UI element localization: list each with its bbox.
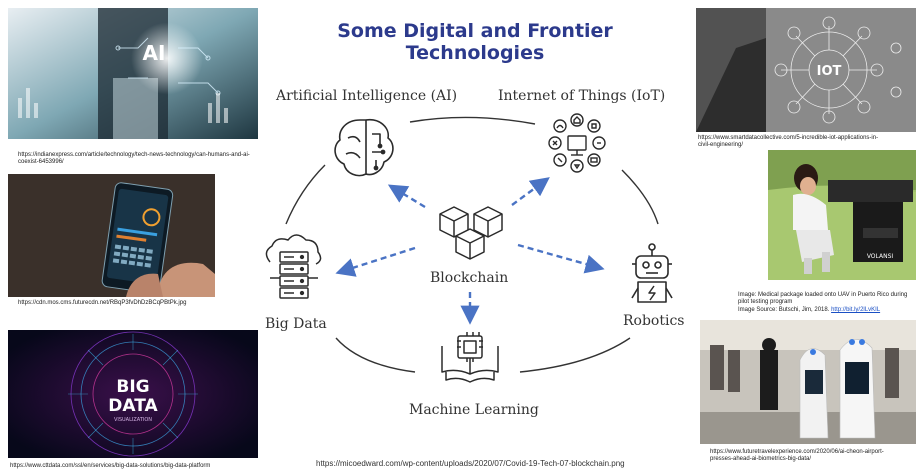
ai-label: Artificial Intelligence (AI) [276, 88, 458, 104]
drone-caption-line1: Image: Medical package loaded onto UAV i… [738, 292, 908, 305]
robot-icon [631, 243, 673, 303]
bigdata-text-line1: BIG [116, 377, 149, 397]
bigdata-photo: BIG DATA VISUALIZATION [8, 330, 258, 458]
arrow-to-robotics [517, 243, 605, 274]
page-title: Some Digital and Frontier Technologies [337, 20, 613, 64]
big-data-label: Big Data [265, 316, 327, 332]
phone-photo-graphic [8, 174, 215, 297]
arrow-to-bigdata [335, 246, 416, 277]
iot-caption: https://www.smartdatacollective.com/5-in… [698, 135, 879, 148]
ml-label: Machine Learning [409, 402, 539, 418]
robotics-label: Robotics [623, 313, 685, 329]
iot-photo: IOT [696, 8, 916, 132]
ai-photo-text: AI [143, 41, 166, 65]
diagram-arrows [335, 177, 605, 325]
arc-robotics-ml [519, 337, 631, 373]
bigdata-text-line2: DATA [108, 396, 158, 416]
ai-caption: https://indianexpress.com/article/techno… [18, 152, 250, 165]
drone-photo: VOLANSI [768, 150, 916, 280]
ml-book-chip-icon [441, 332, 499, 383]
robots-photo [700, 320, 916, 444]
bigdata-photo-graphic: BIG DATA VISUALIZATION [8, 330, 258, 458]
blockchain-source-url: https://micoedward.com/wp-content/upload… [316, 459, 625, 468]
drone-caption-link[interactable]: http://bit.ly/2lLvKIL [831, 307, 881, 313]
drone-caption-line2: Image Source: Butschi, Jim, 2018. http:/… [738, 307, 918, 314]
blockchain-icon [439, 206, 503, 260]
iot-photo-text: IOT [817, 64, 842, 79]
diagram-arcs [285, 116, 659, 373]
bigdata-text-line3: VISUALIZATION [114, 417, 152, 423]
bigdata-caption: https://www.cttdata.com/ssl/en/services/… [10, 463, 211, 469]
ai-photo-graphic: AI [8, 8, 258, 139]
arc-ml-bigdata [335, 337, 416, 373]
robots-photo-graphic [700, 320, 916, 444]
arc-iot-robotics [621, 169, 659, 225]
drone-photo-text: VOLANSI [867, 253, 894, 260]
arrow-to-iot [511, 177, 550, 206]
iot-icon [548, 113, 606, 173]
robots-caption: https://www.futuretravelexperience.com/2… [710, 449, 884, 462]
arc-bigdata-ai [285, 164, 326, 225]
phone-photo [8, 174, 215, 297]
phone-caption: https://cdn.mos.cms.futurecdn.net/RBqP3f… [18, 300, 187, 306]
brain-icon [334, 118, 394, 177]
arc-ai-iot [409, 116, 536, 125]
drone-photo-graphic: VOLANSI [768, 150, 916, 280]
iot-photo-graphic: IOT [696, 8, 916, 132]
arrow-to-ai [387, 184, 426, 209]
ai-photo: AI [8, 8, 258, 139]
iot-label: Internet of Things (IoT) [498, 88, 666, 104]
drone-caption-source: Image Source: Butschi, Jim, 2018. [738, 307, 830, 313]
server-cloud-icon [265, 234, 322, 299]
blockchain-label: Blockchain [430, 270, 509, 286]
